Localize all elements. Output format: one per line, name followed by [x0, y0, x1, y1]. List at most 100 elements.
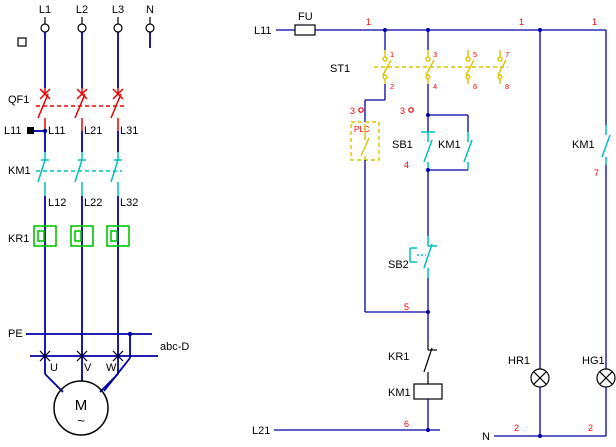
fuse-fu-label: FU — [298, 11, 313, 23]
kr1-element-1 — [33, 225, 57, 247]
kr1-heater-3 — [110, 230, 118, 242]
pe-label: PE — [8, 328, 23, 340]
wire-node-7: 7 — [594, 168, 599, 178]
breaker-qf1: QF1 — [8, 88, 124, 131]
st1-terminal — [425, 56, 431, 62]
plc-branch: PLC — [350, 84, 428, 313]
supply-terminals: L1 L2 L3 N — [39, 4, 155, 33]
seal-contact-km1-label: KM1 — [438, 139, 461, 151]
plc-label: PLC — [354, 125, 370, 134]
wire-node-3a-ring — [358, 107, 364, 113]
start-button-sb1: SB1 — [392, 84, 435, 170]
terminal-strip-abcd: abc-D — [30, 341, 189, 362]
selector-st1-label: ST1 — [330, 63, 350, 75]
legend-square — [17, 37, 27, 47]
terminal-n: N — [145, 4, 155, 33]
terminal-strip-label: abc-D — [160, 341, 189, 353]
wire-labels-upper: L11 L21 L31 — [48, 125, 138, 137]
contactor-km1-main: KM1 — [8, 152, 122, 196]
phase-wires-top — [44, 32, 151, 88]
st1-term-8: 8 — [505, 82, 509, 91]
lamp-branch-hg1: KM1 7 HG1 — [572, 30, 616, 436]
power-circuit: L1 L2 L3 N — [4, 4, 189, 436]
st1-term-2: 2 — [390, 82, 394, 91]
terminal-l3-label: L3 — [112, 4, 124, 16]
st1-terminal — [497, 74, 503, 80]
st1-term-6: 6 — [473, 82, 477, 91]
lamp-hg1-label: HG1 — [582, 355, 605, 367]
breaker-qf1-label: QF1 — [8, 94, 29, 106]
terminal-l1-circle — [40, 23, 50, 33]
thermal-relay-kr1: KR1 — [8, 225, 130, 247]
kr1-element-3 — [106, 225, 130, 247]
st1-terminal — [497, 56, 503, 62]
phase-wires-mid — [44, 131, 119, 152]
neutral-rail-n: N 2 2 — [482, 423, 606, 443]
terminal-n-label: N — [146, 4, 154, 16]
bottom-rail-l21-label: L21 — [252, 425, 270, 437]
st1-terminal — [382, 74, 388, 80]
control-tap-l11: L11 — [4, 125, 48, 137]
motor-body — [53, 380, 109, 436]
kr1-element-2 — [70, 225, 94, 247]
thermal-relay-kr1-label: KR1 — [8, 233, 29, 245]
wire-label-l11: L11 — [48, 125, 66, 137]
selector-st1: ST1 1 2 3 4 5 6 — [330, 30, 509, 91]
bottom-rail-l21: L21 — [252, 425, 440, 437]
st1-terminal — [425, 74, 431, 80]
wire-node-2a: 2 — [514, 423, 519, 433]
st1-terminal — [382, 56, 388, 62]
wire-label-l12: L12 — [48, 197, 66, 209]
terminal-l2-label: L2 — [76, 4, 88, 16]
control-circuit: L11 FU 1 1 1 ST1 1 2 — [252, 11, 616, 443]
kr1-heater-2 — [74, 230, 82, 242]
wire-node-1a: 1 — [366, 17, 371, 27]
st1-term-5: 5 — [473, 50, 477, 59]
tap-terminal-square — [27, 127, 34, 134]
fuse-fu-body — [294, 24, 316, 36]
st1-terminal — [465, 74, 471, 80]
coil-km1: KM1 6 — [388, 383, 443, 432]
stop-button-sb2: SB2 5 — [388, 170, 437, 340]
phase-wires-bottom — [44, 196, 119, 356]
st1-term-4: 4 — [433, 82, 437, 91]
wire-node-3b-ring — [408, 107, 414, 113]
motor-m: M ~ — [44, 334, 131, 436]
wire-node-3a: 3 — [350, 106, 355, 116]
feed-l11-fuse-fu: L11 FU — [254, 11, 316, 37]
terminal-l1: L1 — [39, 4, 51, 33]
terminal-l2-circle — [77, 23, 87, 33]
top-rail: 1 1 1 — [315, 17, 606, 32]
motor-ac-symbol: ~ — [77, 413, 85, 428]
wire-node-1b: 1 — [519, 17, 524, 27]
wire-node-2b: 2 — [588, 423, 593, 433]
terminal-l2: L2 — [76, 4, 88, 33]
wire-label-l31: L31 — [120, 125, 138, 137]
wire-labels-lower: L12 L22 L32 — [48, 197, 138, 209]
junction-dot — [426, 310, 430, 314]
motor-terminal-w: W — [106, 362, 117, 374]
thermal-contact-kr1: KR1 — [388, 340, 437, 384]
stop-button-sb2-label: SB2 — [388, 259, 409, 271]
motor-letter: M — [75, 397, 88, 414]
wire-node-3b: 3 — [400, 106, 405, 116]
contactor-km1-label: KM1 — [8, 165, 31, 177]
st1-term-7: 7 — [505, 50, 509, 59]
wire-node-6: 6 — [404, 419, 409, 429]
neutral-rail-n-label: N — [482, 431, 490, 443]
feed-l11-label: L11 — [254, 25, 272, 37]
lamp-hr1-label: HR1 — [508, 355, 530, 367]
st1-terminal — [465, 56, 471, 62]
seal-contact-km1: KM1 4 — [404, 113, 473, 172]
terminal-l3-circle — [113, 23, 123, 33]
wire-node-5: 5 — [404, 302, 409, 312]
run-contact-km1-label: KM1 — [572, 139, 595, 151]
motor-terminal-v: V — [84, 362, 92, 374]
terminal-l1-label: L1 — [39, 4, 51, 16]
wire-node-4: 4 — [404, 160, 409, 170]
terminal-l3: L3 — [112, 4, 124, 33]
coil-km1-body — [413, 383, 443, 400]
st1-term-3: 3 — [433, 50, 437, 59]
